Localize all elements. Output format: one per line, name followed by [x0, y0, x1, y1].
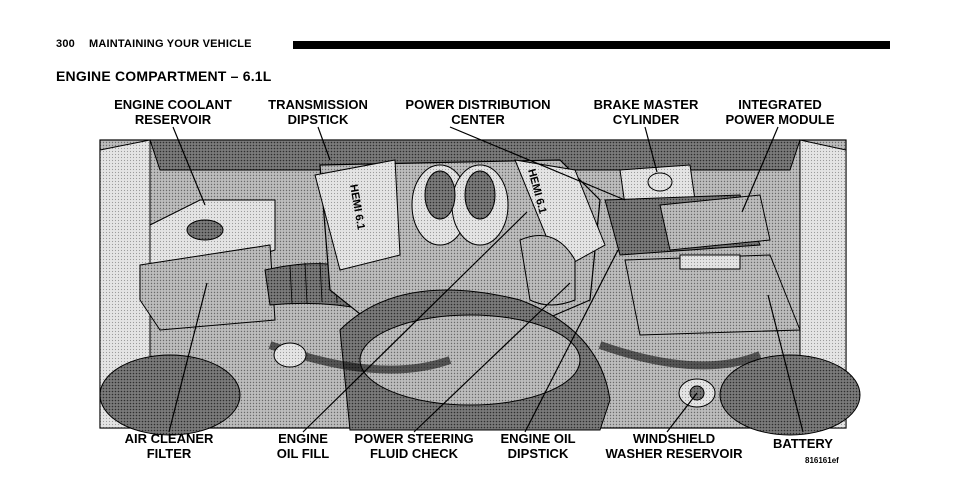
running-head: MAINTAINING YOUR VEHICLE [89, 38, 252, 50]
header-rule [293, 41, 890, 49]
callout-battery: BATTERY [773, 436, 833, 451]
page-header: 300 MAINTAINING YOUR VEHICLE [56, 38, 890, 52]
section-title: ENGINE COMPARTMENT – 6.1L [56, 68, 272, 84]
page-number: 300 [56, 38, 75, 50]
figure-id: 816161ef [805, 456, 839, 465]
